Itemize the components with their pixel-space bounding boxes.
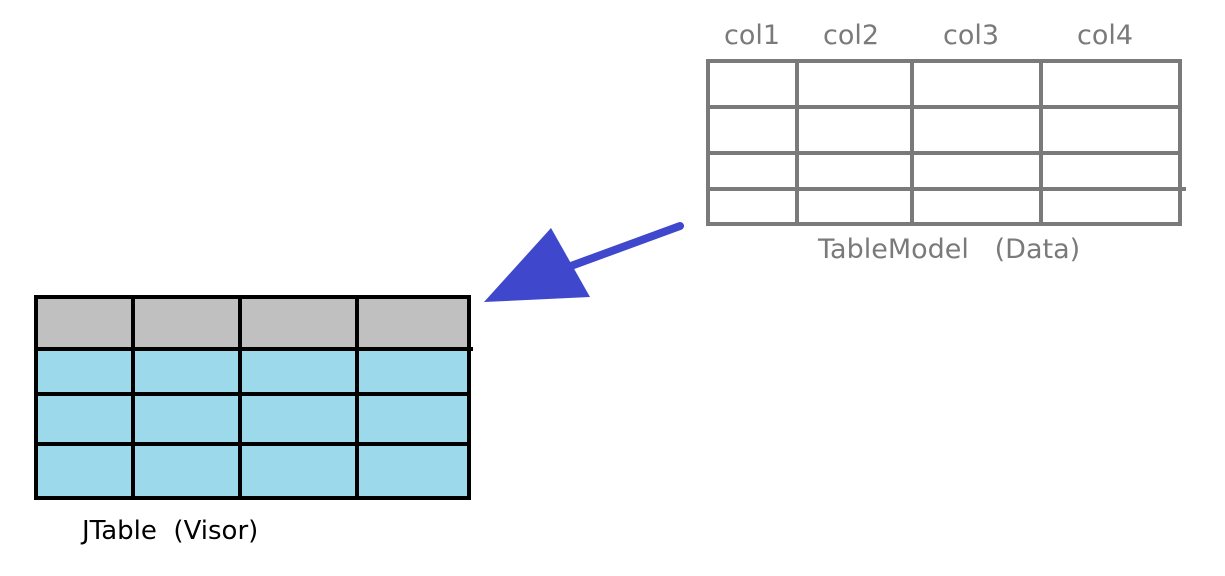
table-model-caption: TableModel (Data) xyxy=(818,234,1081,265)
table-model-grid xyxy=(706,59,1186,226)
arrow-head xyxy=(484,228,590,302)
arrow-shaft xyxy=(556,222,684,274)
table-model-column-header: col2 xyxy=(823,20,880,51)
jtable-body-rows xyxy=(36,349,469,498)
table-model-column-header: col3 xyxy=(943,20,1000,51)
arrow xyxy=(484,222,684,302)
table-model-column-header: col1 xyxy=(724,20,781,51)
jtable-header-row xyxy=(36,297,469,349)
jtable-grid xyxy=(34,295,473,500)
table-model-border xyxy=(706,59,1182,226)
table-model-column-header: col4 xyxy=(1077,20,1134,51)
jtable-border xyxy=(34,295,471,500)
jtable-caption: JTable (Visor) xyxy=(82,516,259,546)
